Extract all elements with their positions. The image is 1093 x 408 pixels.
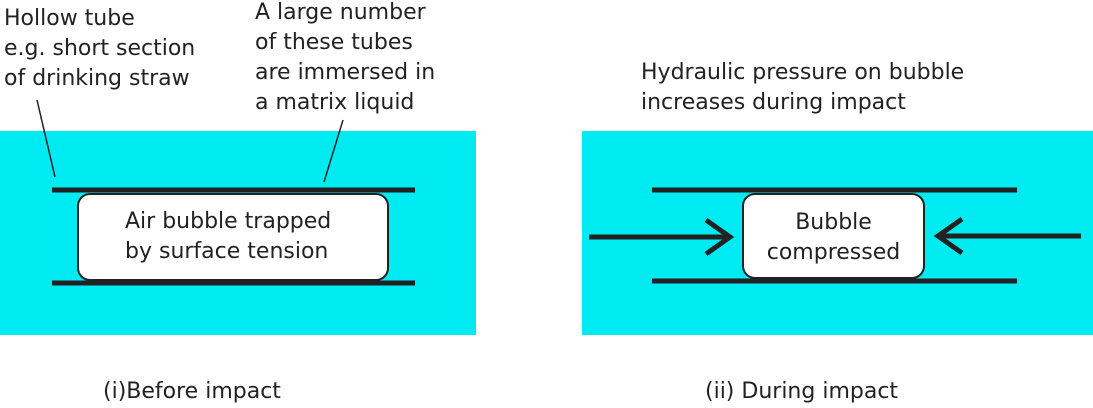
compressed-bubble-label: Bubble compressed bbox=[743, 208, 924, 268]
compressed-bubble bbox=[742, 193, 925, 279]
matrix-liquid-label-line: of these tubes bbox=[255, 30, 413, 55]
hollow-tube-label-line: e.g. short section bbox=[4, 36, 196, 61]
caption-during-impact: (ii) During impact bbox=[705, 379, 899, 404]
pressure-arrow-right-icon bbox=[933, 216, 1081, 256]
hydraulic-pressure-label-line: increases during impact bbox=[641, 90, 906, 115]
air-bubble-label-line: Air bubble trapped bbox=[125, 209, 332, 234]
leader-line-matrix bbox=[323, 119, 344, 183]
matrix-liquid-label: A large number of these tubes are immers… bbox=[255, 0, 435, 118]
pressure-arrow-left-icon bbox=[589, 217, 735, 257]
air-bubble-before bbox=[77, 193, 389, 281]
matrix-liquid-label-line: a matrix liquid bbox=[255, 90, 415, 115]
hollow-tube-label-line: of drinking straw bbox=[4, 66, 190, 91]
matrix-liquid-label-line: are immersed in bbox=[255, 60, 436, 85]
hydraulic-pressure-label-line: Hydraulic pressure on bubble bbox=[641, 60, 965, 85]
air-bubble-label-line: by surface tension bbox=[125, 239, 329, 264]
hollow-tube-label-line: Hollow tube bbox=[4, 6, 135, 31]
hollow-tube-label: Hollow tube e.g. short section of drinki… bbox=[4, 4, 195, 94]
leader-line-hollow-tube bbox=[36, 99, 56, 178]
caption-before-impact: (i)Before impact bbox=[103, 379, 281, 404]
compressed-bubble-label-line: compressed bbox=[766, 240, 901, 265]
matrix-liquid-label-line: A large number bbox=[255, 0, 426, 25]
compressed-bubble-label-line: Bubble bbox=[795, 210, 872, 235]
hydraulic-pressure-label: Hydraulic pressure on bubble increases d… bbox=[641, 58, 964, 118]
air-bubble-label: Air bubble trapped by surface tension bbox=[125, 207, 331, 267]
